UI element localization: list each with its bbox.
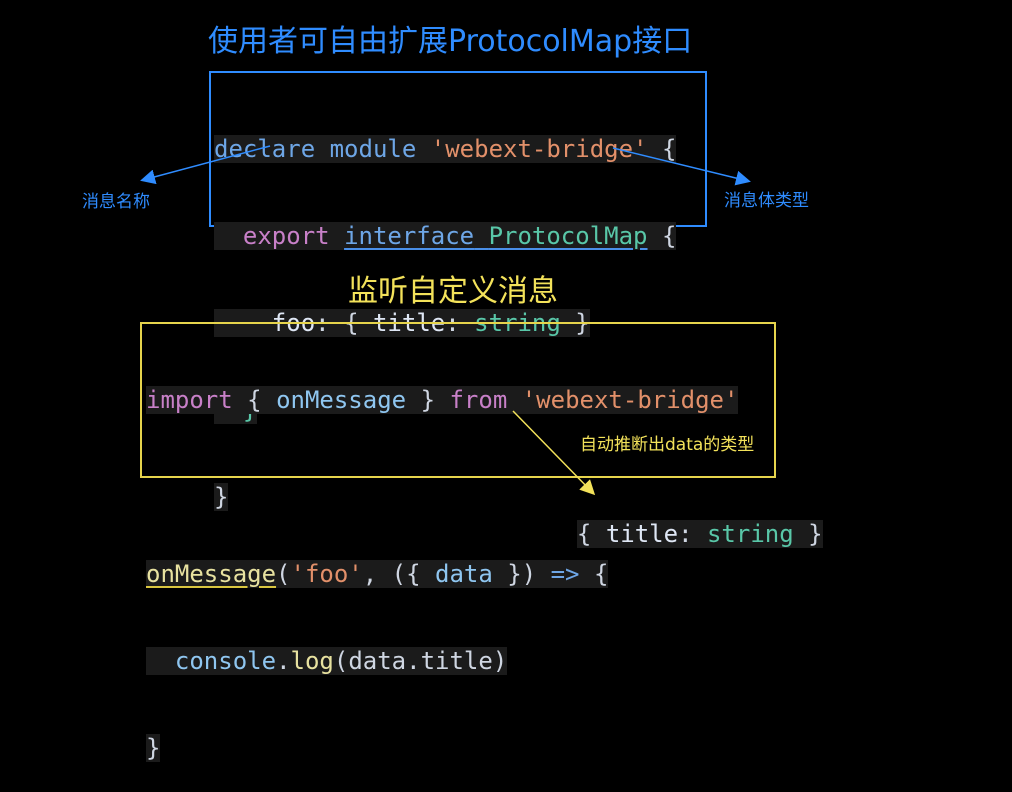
type-string: string [706, 520, 794, 548]
console-object: console [174, 647, 277, 675]
close-brace: } [420, 386, 436, 414]
close-brace: } [146, 734, 161, 762]
open-brace: { [661, 222, 677, 250]
field-title: title [605, 520, 679, 548]
open-paren: ( [276, 560, 291, 588]
keyword-export: export [242, 222, 330, 250]
message-name-label: 消息名称 [82, 192, 150, 212]
module-name-string: 'webext-bridge' [521, 386, 739, 414]
interface-name: ProtocolMap [488, 222, 648, 250]
open-brace: { [576, 520, 592, 548]
log-args: (data.title) [333, 647, 508, 675]
listen-line-4: } [146, 734, 738, 763]
auto-infer-arrow [512, 410, 596, 496]
annotation-arrows [140, 145, 751, 496]
open-brace: { [247, 386, 262, 414]
close-brace: } [214, 483, 229, 511]
listen-code-box [140, 322, 776, 478]
inferred-type-block: { title: string } [548, 491, 823, 549]
dot: . [276, 647, 291, 675]
bottom-title: 监听自定义消息 [348, 274, 558, 309]
top-title: 使用者可自由扩展ProtocolMap接口 [208, 24, 693, 59]
colon: : [678, 520, 693, 548]
declare-line-1: declare module 'webext-bridge' { [214, 135, 677, 164]
module-name-string: 'webext-bridge' [430, 135, 648, 163]
declare-line-5: } [214, 483, 676, 512]
declare-line-2: export interface ProtocolMap { [214, 222, 677, 251]
open-brace: { [661, 135, 677, 163]
close-brace: } [808, 520, 823, 548]
message-body-type-label: 消息体类型 [724, 191, 809, 211]
open-brace: { [593, 560, 609, 588]
message-name-arrow [140, 145, 271, 185]
keyword-module: module [329, 135, 417, 163]
listen-line-3: console.log(data.title) [146, 647, 738, 676]
message-body-type-arrow [612, 147, 751, 186]
declare-code-block: declare module 'webext-bridge' { export … [214, 77, 677, 541]
log-method: log [290, 647, 334, 675]
listen-line-1: import { onMessage } from 'webext-bridge… [146, 386, 739, 415]
keyword-declare: declare [214, 135, 316, 163]
import-onmessage: onMessage [276, 386, 407, 414]
keyword-from: from [449, 386, 508, 414]
keyword-import: import [146, 386, 233, 414]
keyword-interface: interface [344, 222, 475, 250]
auto-infer-label: 自动推断出data的类型 [580, 435, 755, 455]
